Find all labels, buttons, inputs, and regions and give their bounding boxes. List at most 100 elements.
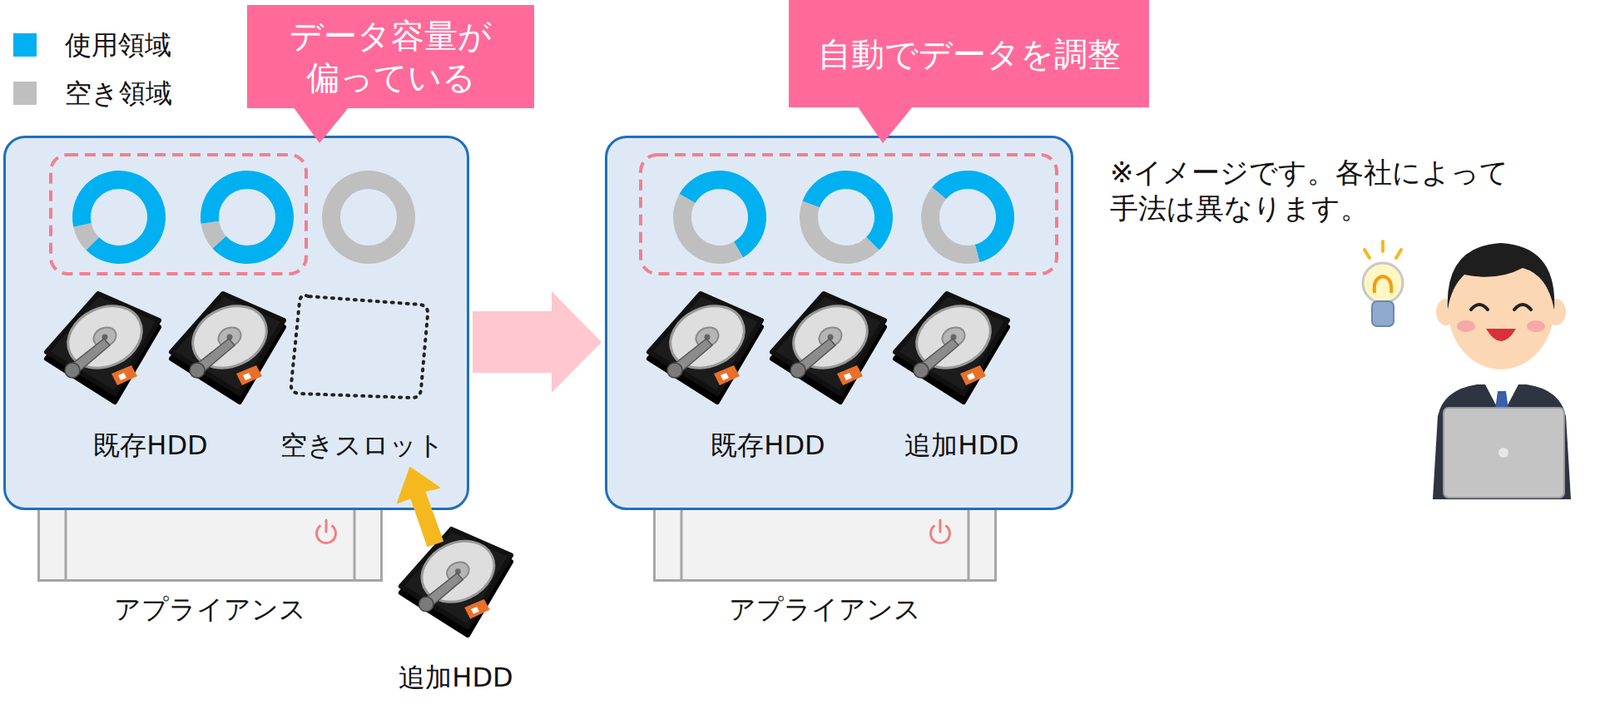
hdd-pivot — [189, 362, 205, 378]
person-mouth — [1486, 328, 1516, 342]
label-wrap: 追加HDD — [331, 660, 581, 694]
appliance-end-cap — [967, 510, 971, 582]
hdd-label: 既存HDD — [93, 427, 208, 465]
hdd-label-tag — [960, 365, 986, 386]
hdd-icon — [46, 293, 159, 402]
label-wrap: 既存HDD — [25, 427, 276, 465]
donut-segment — [921, 187, 980, 264]
donut-segment — [799, 201, 880, 264]
hdd-icon — [895, 293, 1008, 402]
hdd-icon — [171, 293, 284, 402]
hdd-platter — [906, 294, 1001, 380]
hdd-spindle — [827, 334, 834, 341]
legend-swatch — [13, 33, 37, 57]
hdd-body — [401, 529, 511, 628]
donut-segment — [802, 170, 893, 251]
hdd-side — [171, 300, 284, 402]
hdd-pivot — [64, 362, 80, 378]
person-ear — [1436, 298, 1457, 326]
power-icon — [315, 520, 337, 545]
hdd-hub — [215, 323, 245, 351]
person-eye — [1514, 304, 1531, 310]
appliance-panel: 既存HDD 空きスロット — [3, 135, 470, 511]
hdd-label: 既存HDD — [710, 427, 825, 465]
hdd-side — [401, 535, 511, 636]
hdd-platter — [183, 294, 278, 380]
lightbulb-base — [1372, 301, 1394, 327]
hdd-label: 空きスロット — [280, 427, 445, 465]
power-icon-bar — [325, 520, 328, 532]
laptop — [1443, 407, 1565, 498]
label-wrap: 空きスロット — [237, 427, 487, 465]
label-wrap: ※イメージです。各社によって 手法は異なります。 — [1109, 154, 1543, 226]
appliance-box: アプライアンス — [37, 510, 383, 582]
person-ear — [1545, 298, 1566, 326]
dashed-group-frame — [50, 154, 307, 274]
hdd-hub — [443, 558, 472, 585]
hdd-arm — [68, 338, 110, 374]
lightbulb-ray — [1364, 249, 1370, 258]
appliance-label: アプライアンス — [113, 591, 307, 629]
donut-segment — [679, 170, 767, 258]
laptop-logo — [1498, 447, 1509, 458]
callout-box: 自動でデータを調整 — [788, 0, 1150, 108]
usage-donut — [200, 170, 294, 264]
hdd-platter — [660, 294, 755, 380]
hdd-body — [895, 293, 1008, 394]
hdd-body — [648, 293, 762, 394]
legend-row: 使用領域 — [13, 31, 172, 59]
hdd-label-mark — [242, 372, 252, 381]
hdd-hub — [693, 323, 723, 351]
hdd-label: 追加HDD — [904, 427, 1019, 465]
hdd-side — [895, 300, 1008, 402]
hdd-pivot — [418, 596, 434, 612]
power-icon — [929, 520, 952, 545]
hdd-label-tag — [111, 365, 138, 386]
label-wrap: 既存HDD — [643, 427, 893, 465]
hdd-body — [46, 293, 159, 394]
hdd-body — [772, 293, 885, 394]
person-head — [1447, 246, 1555, 370]
usage-donut — [673, 170, 767, 264]
hdd-arm — [670, 338, 713, 374]
appliance-box: アプライアンス — [653, 510, 997, 582]
appliance-end-cap — [353, 510, 357, 582]
hdd-arm — [916, 338, 959, 374]
legend-row: 空き領域 — [13, 79, 173, 107]
appliance-end-cap — [64, 510, 68, 582]
person-cheek — [1526, 320, 1546, 332]
hdd-spindle — [102, 334, 109, 341]
person-shirt — [1485, 384, 1519, 417]
hdd-side — [772, 300, 885, 402]
person-body — [1432, 384, 1571, 500]
donut-segment — [200, 170, 248, 224]
appliance-panel: 既存HDD 追加HDD — [604, 135, 1074, 511]
hdd-platter — [411, 530, 505, 614]
hdd-hub — [816, 323, 846, 351]
hdd-pivot — [790, 362, 806, 378]
hdd-spindle — [227, 334, 233, 341]
label-wrap: アプライアンス — [655, 591, 995, 629]
hdd-spindle — [951, 334, 957, 341]
legend-text: 空き領域 — [64, 79, 173, 107]
hdd-arm — [193, 338, 235, 374]
person-hair — [1447, 242, 1555, 310]
lightbulb-icon — [1362, 241, 1403, 327]
donut-segment — [931, 170, 1015, 263]
empty-slot-outline — [291, 295, 428, 398]
note-text: ※イメージです。各社によって 手法は異なります。 — [1109, 154, 1543, 226]
legend-swatch — [13, 81, 37, 105]
callout-box: データ容量が 偏っている — [247, 4, 535, 109]
lightbulb-glass — [1362, 262, 1403, 303]
hdd-label-tag — [236, 365, 263, 386]
power-icon-ring — [315, 524, 337, 545]
hdd-arm — [793, 338, 836, 374]
label-wrap: 追加HDD — [837, 427, 1087, 465]
donut-segment — [85, 170, 166, 264]
hdd-body — [171, 293, 284, 394]
donut-segment — [201, 221, 227, 249]
usage-donut — [799, 170, 893, 264]
person-eye — [1471, 304, 1488, 310]
insert-arrow — [397, 467, 443, 546]
